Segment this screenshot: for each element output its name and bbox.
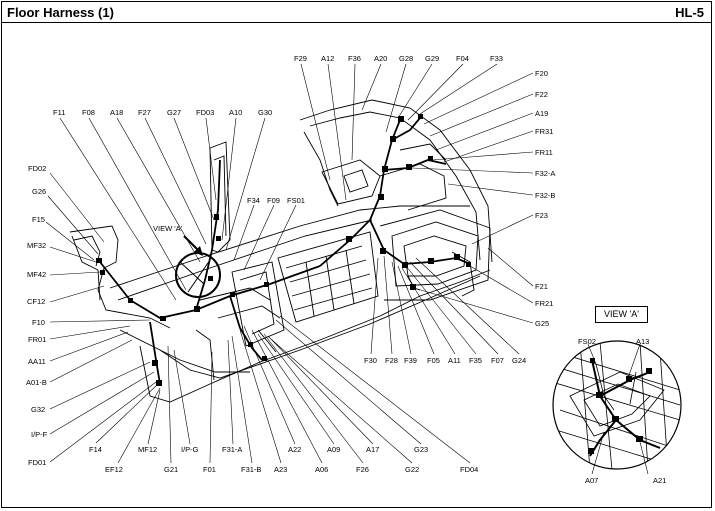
label-A18: A18	[110, 108, 123, 117]
label-G30: G30	[258, 108, 272, 117]
label-F36: F36	[348, 54, 361, 63]
label-EF12: EF12	[105, 465, 123, 474]
label-G23: G23	[414, 445, 428, 454]
label-F15: F15	[32, 215, 45, 224]
page-code: HL-5	[675, 5, 704, 20]
label-FR01: FR01	[28, 335, 46, 344]
label-A11: A11	[448, 356, 461, 365]
label-A17: A17	[366, 445, 379, 454]
label-G26: G26	[32, 187, 46, 196]
label-F07: F07	[491, 356, 504, 365]
label-MF32: MF32	[27, 241, 46, 250]
label-F34: F34	[247, 196, 260, 205]
label-A19: A19	[535, 109, 548, 118]
label-F04: F04	[456, 54, 469, 63]
label-A13: A13	[636, 337, 649, 346]
label-MF42: MF42	[27, 270, 46, 279]
label-F33: F33	[490, 54, 503, 63]
label-FR21: FR21	[535, 299, 553, 308]
label-A22: A22	[288, 445, 301, 454]
label-G28: G28	[399, 54, 413, 63]
label-FR31: FR31	[535, 127, 553, 136]
label-F23: F23	[535, 211, 548, 220]
view-a-title-box: VIEW 'A'	[595, 306, 648, 323]
label-F30: F30	[364, 356, 377, 365]
header-bar: Floor Harness (1) HL-5	[1, 1, 712, 23]
label-CF12: CF12	[27, 297, 45, 306]
label-A09: A09	[327, 445, 340, 454]
label-FR11: FR11	[535, 148, 553, 157]
label-FD03: FD03	[196, 108, 214, 117]
label-MF12: MF12	[138, 445, 157, 454]
label-G32: G32	[31, 405, 45, 414]
label-F11: F11	[53, 108, 65, 117]
label-F26: F26	[356, 465, 369, 474]
label-AA11: AA11	[28, 357, 46, 366]
callout-labels: F29 A12 F36 A20 G28 G29 F04 F33 F20 F22 …	[26, 54, 666, 485]
label-A10: A10	[229, 108, 242, 117]
label-A01B: A01-B	[26, 378, 47, 387]
page-title: Floor Harness (1)	[7, 5, 114, 20]
label-FD02: FD02	[28, 164, 46, 173]
label-F28: F28	[385, 356, 398, 365]
label-F27: F27	[138, 108, 151, 117]
label-G29: G29	[425, 54, 439, 63]
label-F09: F09	[267, 196, 280, 205]
label-F39: F39	[404, 356, 417, 365]
label-A21: A21	[653, 476, 666, 485]
label-F01: F01	[203, 465, 216, 474]
label-F31B: F31-B	[241, 465, 261, 474]
label-F31A: F31-A	[222, 445, 242, 454]
label-G27: G27	[167, 108, 181, 117]
label-F20: F20	[535, 69, 548, 78]
connectors	[96, 114, 471, 386]
label-FS01: FS01	[287, 196, 305, 205]
label-G21: G21	[164, 465, 178, 474]
label-IPF: I/P-F	[31, 430, 48, 439]
harness-wiring	[99, 117, 471, 385]
label-FD01: FD01	[28, 458, 46, 467]
label-F35: F35	[469, 356, 482, 365]
label-F21: F21	[535, 282, 548, 291]
leader-lines	[45, 63, 534, 464]
view-a-detail	[552, 340, 682, 475]
label-F32A: F32-A	[535, 169, 555, 178]
label-FD04: FD04	[460, 465, 478, 474]
vehicle-body	[69, 99, 493, 403]
label-IPG: I/P-G	[181, 445, 199, 454]
label-F10: F10	[32, 318, 45, 327]
label-F14: F14	[89, 445, 102, 454]
label-G22: G22	[405, 465, 419, 474]
label-A23: A23	[274, 465, 287, 474]
label-A20: A20	[374, 54, 387, 63]
label-G24: G24	[512, 356, 526, 365]
label-F05: F05	[427, 356, 440, 365]
label-F22: F22	[535, 90, 548, 99]
label-A06: A06	[315, 465, 328, 474]
label-A12: A12	[321, 54, 334, 63]
label-G25: G25	[535, 319, 549, 328]
view-a-callout: VIEW 'A'	[153, 224, 183, 233]
label-FS02: FS02	[578, 337, 596, 346]
label-F32B: F32-B	[535, 191, 555, 200]
label-F29: F29	[294, 54, 307, 63]
label-A07: A07	[585, 476, 598, 485]
label-F08: F08	[82, 108, 95, 117]
